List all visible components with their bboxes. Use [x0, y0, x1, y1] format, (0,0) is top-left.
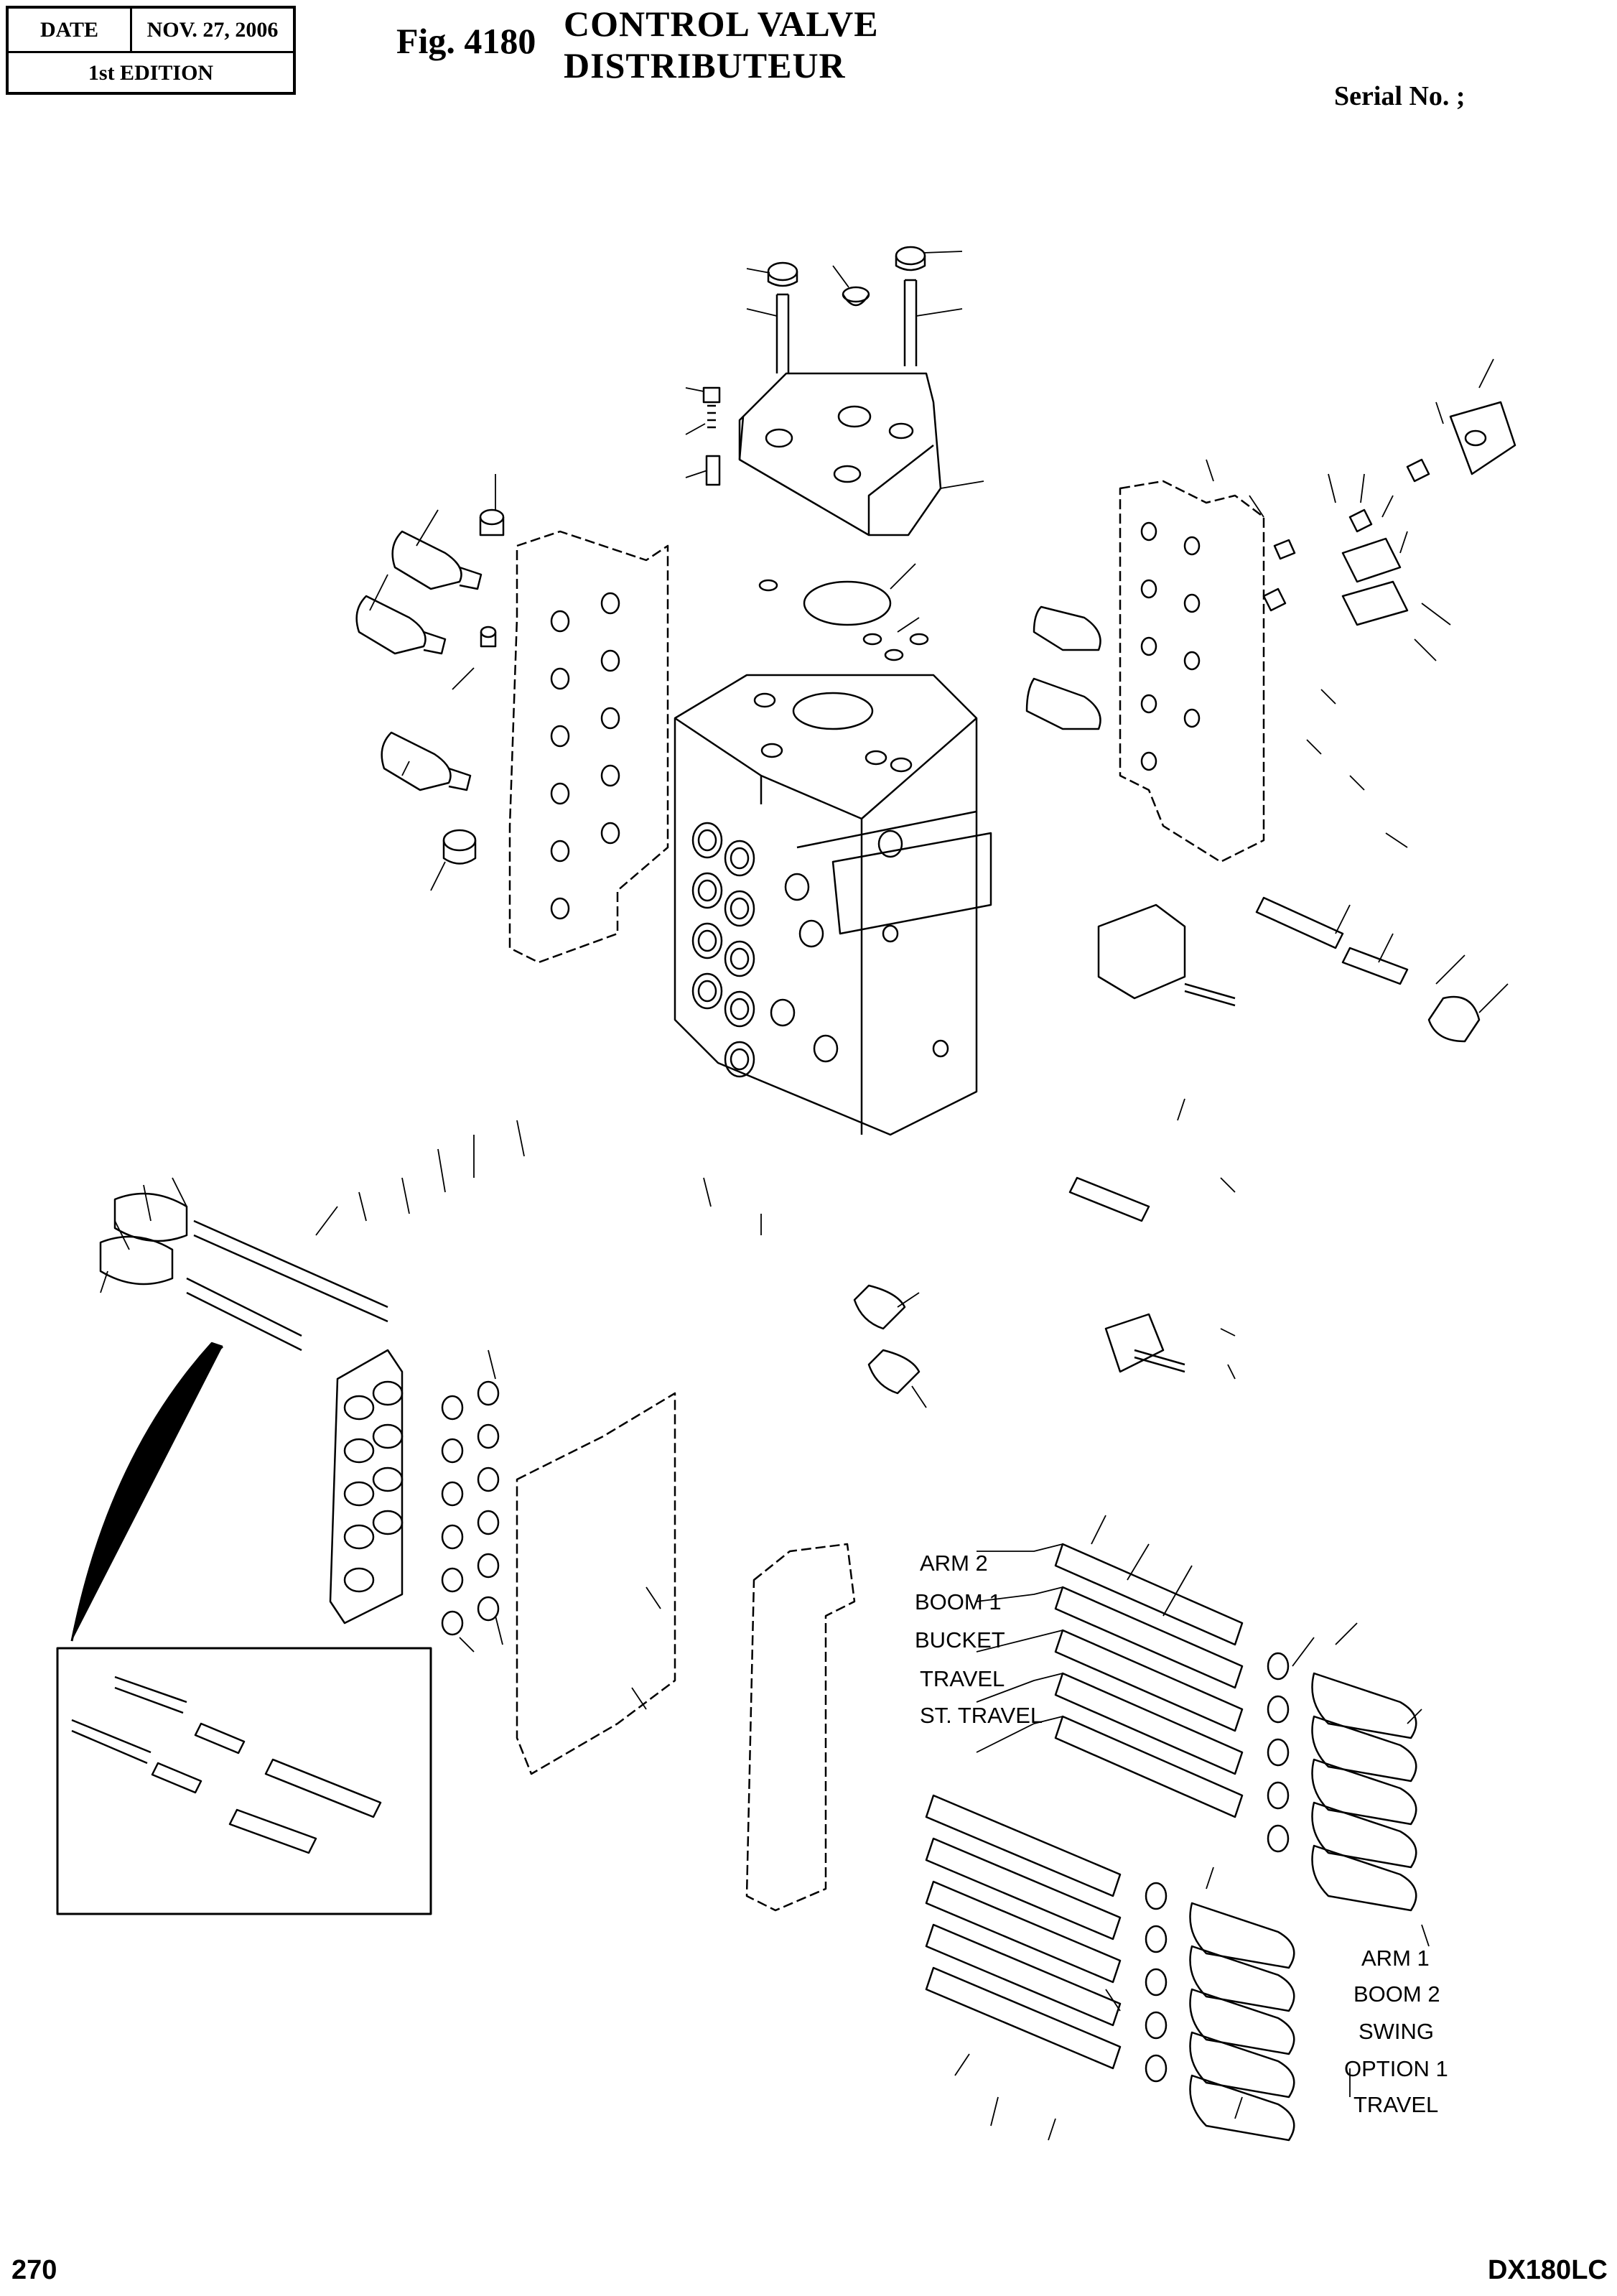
serial-number-label: Serial No. ;	[1334, 81, 1465, 111]
spool-label-bucket: BUCKET	[915, 1627, 1005, 1653]
spool-label-boom-2: BOOM 2	[1353, 1981, 1440, 2007]
relief-valves-left	[355, 508, 505, 865]
right-side-cartridges	[853, 896, 1481, 1395]
spool-label-st-travel: ST. TRAVEL	[920, 1703, 1043, 1728]
title-english: CONTROL VALVE	[564, 4, 879, 44]
main-valve-body	[674, 674, 992, 1136]
cover-plate	[738, 372, 942, 536]
spool-label-option-1: OPTION 1	[1344, 2056, 1448, 2081]
pilot-spool-section	[99, 1192, 676, 1775]
spool-label-boom-1: BOOM 1	[915, 1589, 1002, 1614]
relief-valves-right	[1025, 401, 1516, 730]
edition-label: 1st EDITION	[88, 61, 214, 85]
spool-label-swing: SWING	[1359, 2019, 1435, 2044]
header-date-row: DATE NOV. 27, 2006	[9, 9, 293, 53]
header-box: DATE NOV. 27, 2006 1st EDITION	[6, 6, 296, 95]
spool-label-travel-lower: TRAVEL	[1353, 2092, 1439, 2117]
lower-spools	[925, 1794, 1168, 2083]
figure-number: Fig. 4180	[396, 21, 536, 61]
lower-caps	[1189, 1902, 1295, 2142]
title-french: DISTRIBUTEUR	[564, 45, 846, 85]
spool-label-arm-1: ARM 1	[1361, 1946, 1430, 1971]
model-name: DX180LC	[1488, 2255, 1608, 2285]
spool-label-travel-upper: TRAVEL	[920, 1666, 1005, 1691]
date-value: NOV. 27, 2006	[146, 17, 279, 42]
date-label: DATE	[9, 9, 132, 51]
upper-caps	[1311, 1672, 1417, 1912]
upper-spools	[1054, 1543, 1290, 1853]
page-number: 270	[11, 2255, 57, 2285]
spool-label-arm-2: ARM 2	[920, 1551, 988, 1576]
